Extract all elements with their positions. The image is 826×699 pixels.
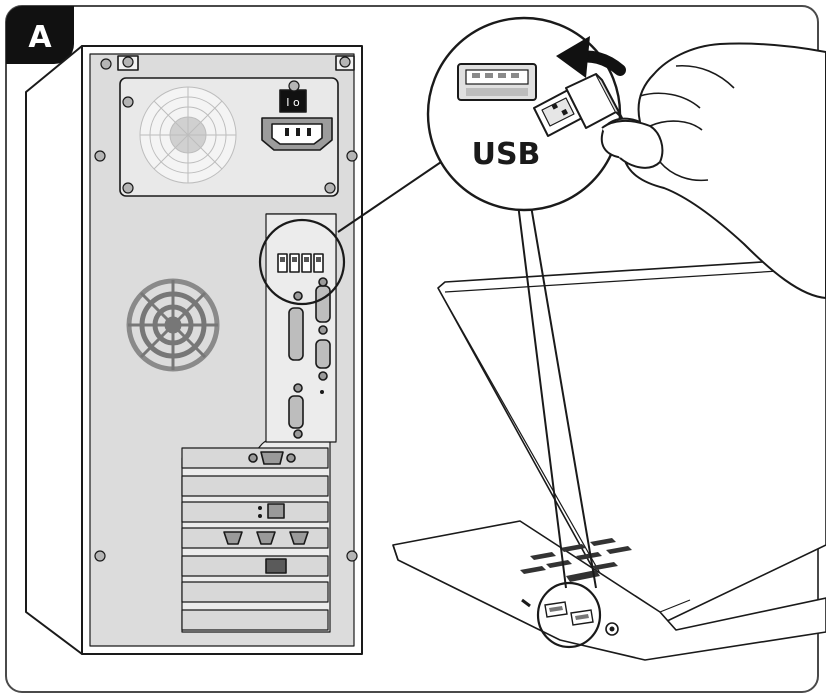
insert-direction-arrow-icon	[556, 36, 626, 78]
expansion-slots	[181, 447, 329, 631]
ethernet-port-icon	[265, 558, 287, 574]
parallel-port	[288, 307, 304, 361]
laptop-usb-highlight-ring	[536, 581, 602, 649]
laptop-keyboard	[520, 538, 632, 582]
serial-port-2	[315, 339, 331, 369]
tower-usb-highlight-ring	[258, 218, 346, 306]
usb-port-icon	[313, 253, 324, 273]
callout-lines	[337, 159, 597, 589]
usb-label: USB	[472, 137, 541, 172]
psu-fan	[139, 86, 237, 184]
svg-text:I o: I o	[286, 96, 300, 109]
usb-port-icon	[301, 253, 312, 273]
case-screws	[94, 56, 358, 562]
panel-label: A	[28, 20, 52, 55]
vga-port-icon	[248, 451, 296, 465]
game-port	[288, 395, 304, 429]
laptop-base	[392, 520, 826, 661]
tower-side-panel	[25, 45, 83, 655]
panel-badge: A	[6, 6, 74, 64]
ethernet-port-icon	[258, 503, 285, 519]
pc-tower: I o	[25, 45, 363, 655]
fan-grille-icon	[126, 278, 220, 372]
video-output-ports	[223, 531, 309, 545]
usb-port-icon	[289, 253, 300, 273]
laptop	[392, 257, 826, 661]
serial-port	[315, 285, 331, 323]
usb-port-group	[277, 253, 324, 273]
laptop-usb-ports	[544, 601, 594, 626]
hand-holding-usb-dongle	[533, 42, 826, 299]
usb-port-icon	[277, 253, 288, 273]
